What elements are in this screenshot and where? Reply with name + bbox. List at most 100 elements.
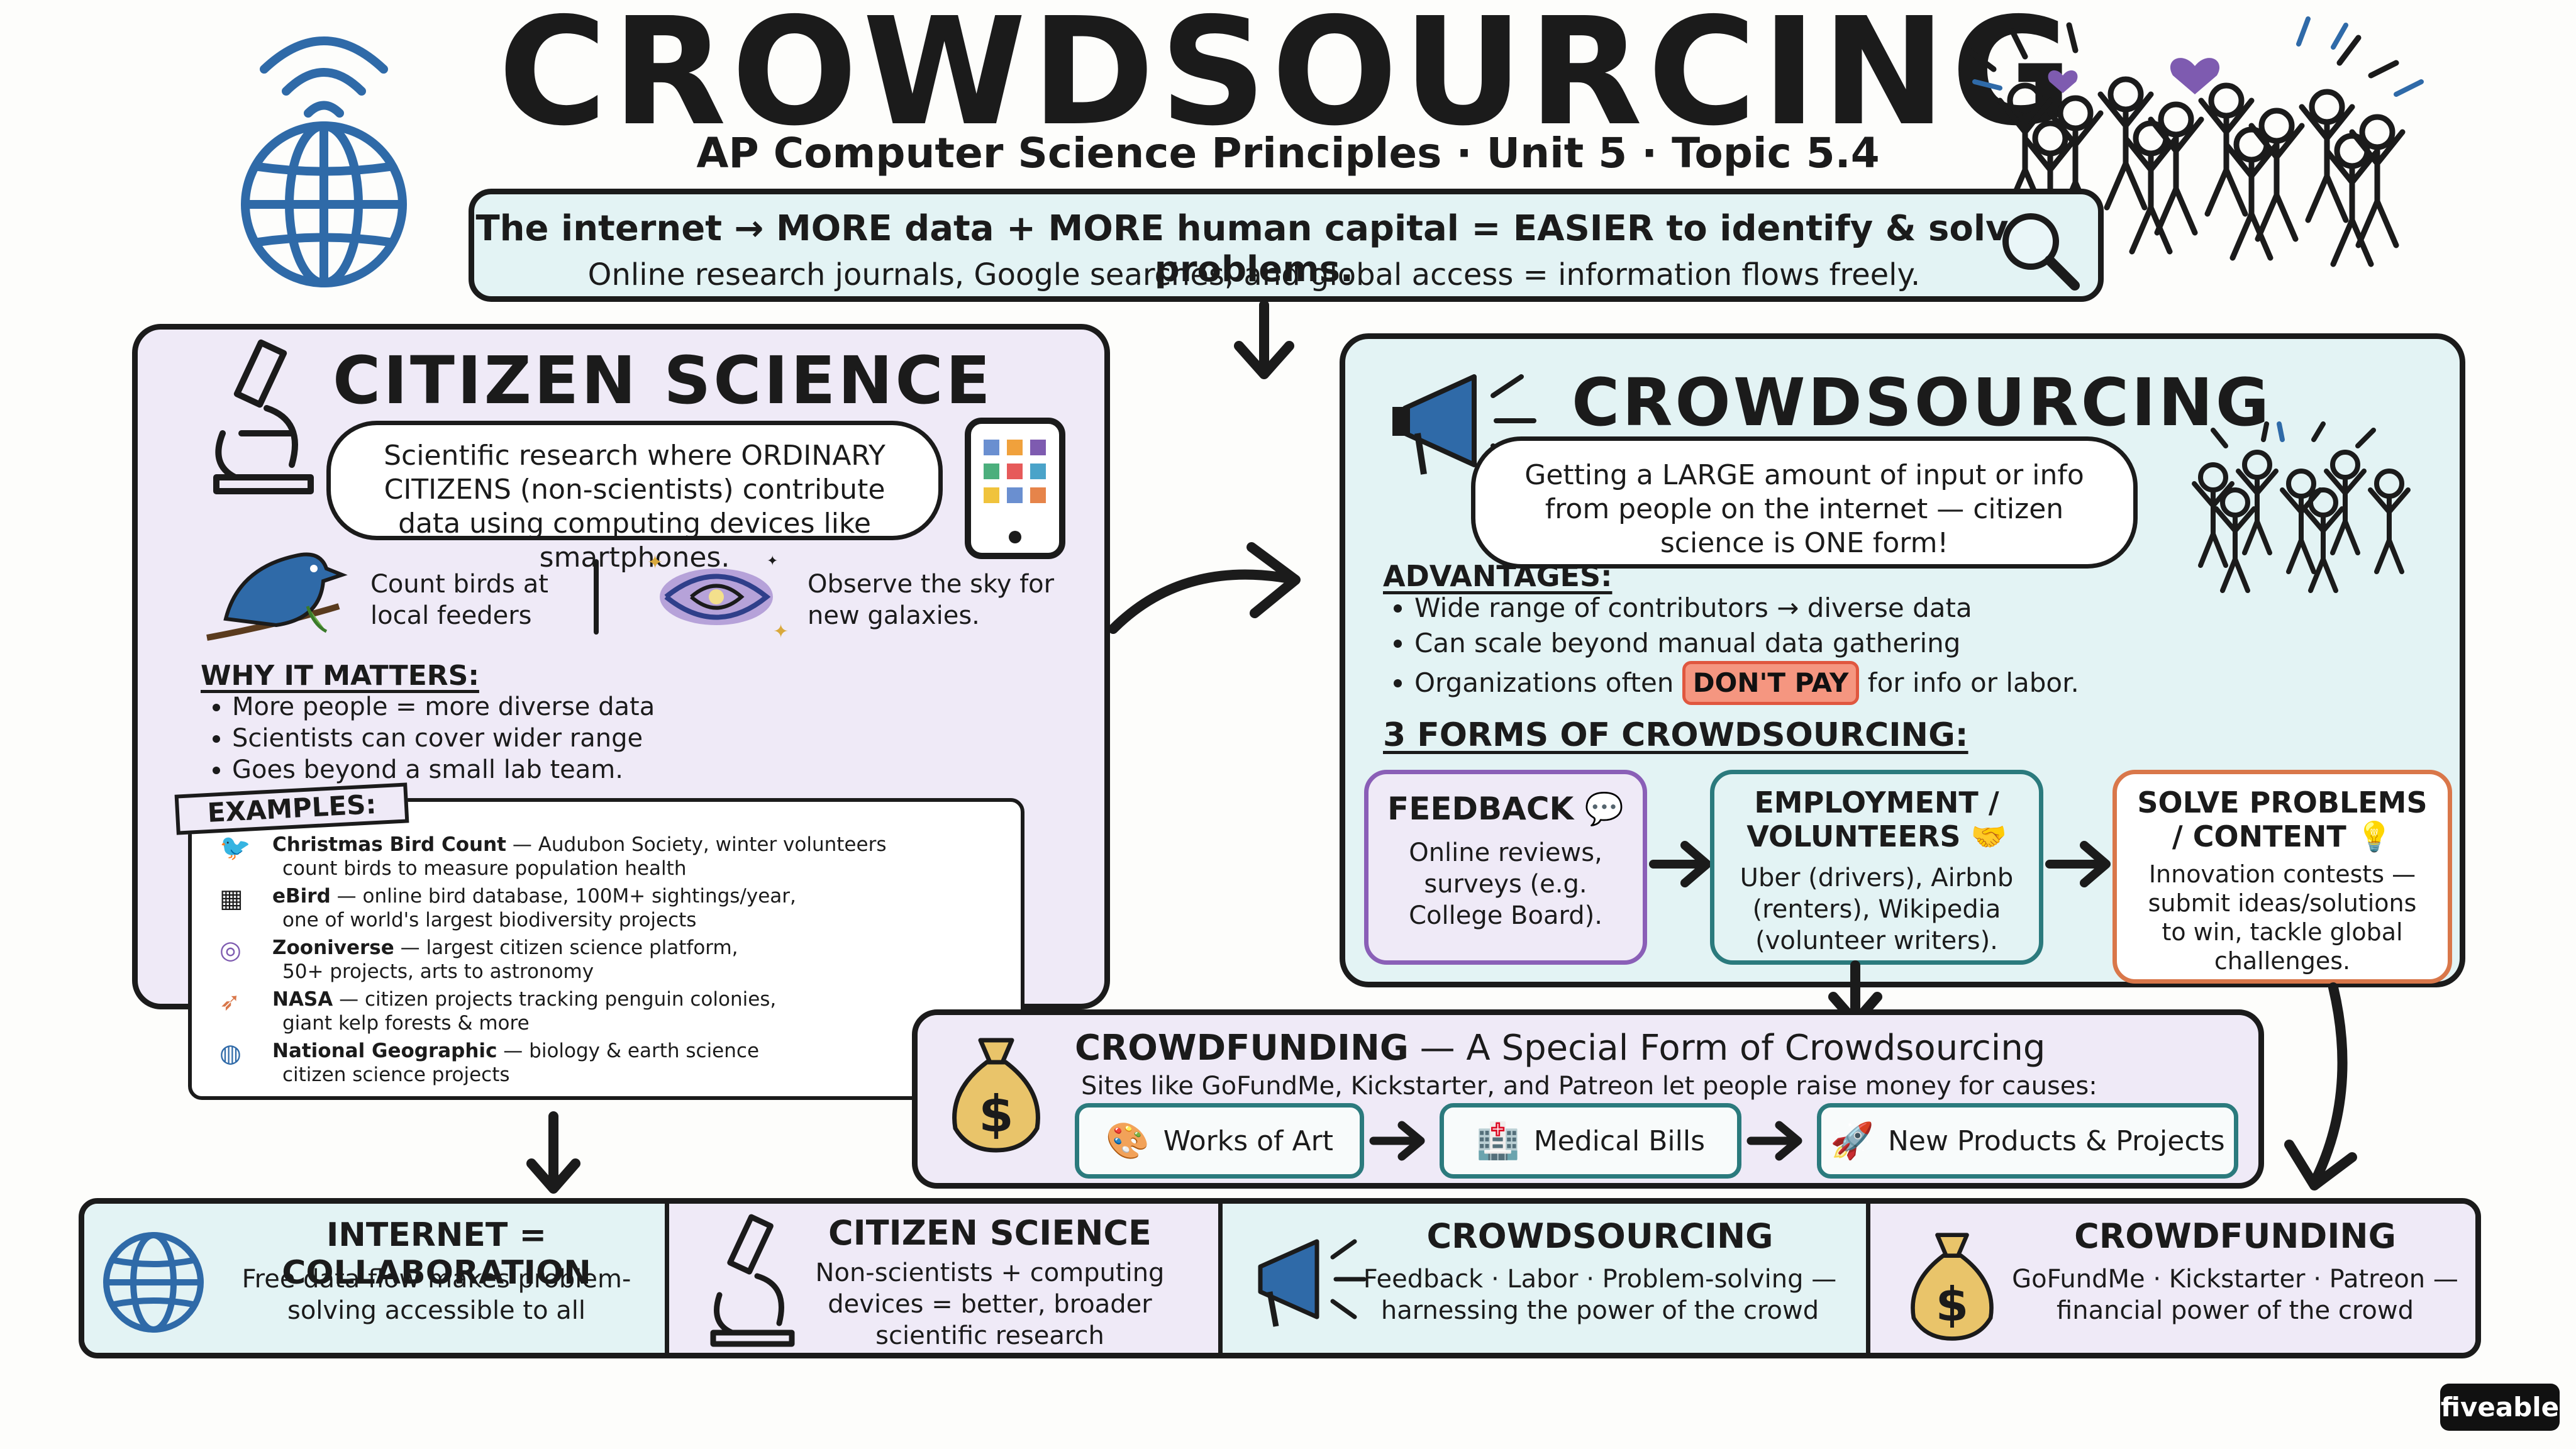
summary-title: CROWDSOURCING xyxy=(1426,1216,1774,1256)
crowdfunding-item: 🏥Medical Bills xyxy=(1440,1103,1741,1179)
crowdfunding-subtitle: — A Special Form of Crowdsourcing xyxy=(1408,1028,2046,1069)
crowdfunding-heading: CROWDFUNDING — A Special Form of Crowdso… xyxy=(1075,1028,2045,1069)
crowdfunding-item: 🎨Works of Art xyxy=(1075,1103,1364,1179)
divider xyxy=(594,559,599,635)
citizen-science-panel: CITIZEN SCIENCE Scientific research wher… xyxy=(132,324,1110,1100)
magnifier-icon xyxy=(2002,213,2080,291)
summary-body: GoFundMe · Kickstarter · Patreon — finan… xyxy=(2012,1265,2458,1325)
arrow-right-icon xyxy=(1108,542,1301,634)
svg-text:$: $ xyxy=(1936,1277,1968,1332)
crowdsourcing-title: CROWDSOURCING xyxy=(1572,364,2272,441)
example-item: ◎ Zooniverse — largest citizen science p… xyxy=(219,936,1006,987)
summary-title: INTERNET = COLLABORATION xyxy=(282,1216,591,1292)
example-item: ➶ NASA — citizen projects tracking pengu… xyxy=(219,987,1006,1039)
lightbulb-icon: 💡 xyxy=(2356,819,2393,853)
crowdsourcing-panel: CROWDSOURCING Getting a LARGE amount of … xyxy=(1340,333,2465,987)
summary-cell-citizen-science: CITIZEN SCIENCE Non-scientists + computi… xyxy=(669,1204,1223,1353)
form-body: Innovation contests — submit ideas/solut… xyxy=(2148,860,2417,975)
rocket-icon: ➶ xyxy=(219,987,241,1016)
form-body: Online reviews, surveys (e.g. College Bo… xyxy=(1409,838,1602,930)
svg-text:$: $ xyxy=(979,1085,1014,1143)
example-item: ▦ eBird — online bird database, 100M+ si… xyxy=(219,884,1006,936)
forms-heading: 3 FORMS OF CROWDSOURCING: xyxy=(1383,716,1968,754)
summary-strip: INTERNET = COLLABORATION Free data flow … xyxy=(79,1198,2481,1358)
megaphone-icon xyxy=(1258,1239,1367,1327)
globe-wifi-icon xyxy=(241,36,407,287)
page-subtitle: AP Computer Science Principles · Unit 5 … xyxy=(696,129,1880,177)
crowdfunding-item: 🚀New Products & Projects xyxy=(1817,1103,2238,1179)
advantages-list: Wide range of contributors → diverse dat… xyxy=(1383,591,2079,705)
crowdfunding-description: Sites like GoFundMe, Kickstarter, and Pa… xyxy=(1081,1072,2097,1101)
galaxy-icon: ✦ ✦ ✦ xyxy=(647,552,789,643)
citizen-science-definition: Scientific research where ORDINARY CITIZ… xyxy=(326,421,943,574)
page-title: CROWDSOURCING xyxy=(498,0,2078,158)
crowd-icon xyxy=(2192,421,2427,584)
summary-title: CROWDFUNDING xyxy=(2074,1216,2396,1256)
example-item: 🐦 Christmas Bird Count — Audubon Society… xyxy=(219,833,1006,884)
form-solve-problems: SOLVE PROBLEMS / CONTENT 💡 Innovation co… xyxy=(2112,770,2452,984)
summary-body: Non-scientists + computing devices = bet… xyxy=(815,1258,1165,1350)
example-birds: Count birds at local feeders xyxy=(370,570,548,630)
arrow-right-icon xyxy=(2045,841,2111,887)
why-item: Scientists can cover wider range xyxy=(232,723,655,754)
arrow-down-icon xyxy=(1234,300,1294,379)
money-bag-icon: $ xyxy=(1911,1233,1994,1341)
why-item: Goes beyond a small lab team. xyxy=(232,754,655,786)
summary-cell-internet: INTERNET = COLLABORATION Free data flow … xyxy=(84,1204,669,1353)
intro-banner: The internet → MORE data + MORE human ca… xyxy=(469,189,2104,302)
summary-cell-crowdsourcing: CROWDSOURCING Feedback · Labor · Problem… xyxy=(1223,1204,1870,1353)
form-feedback: FEEDBACK 💬 Online reviews, surveys (e.g.… xyxy=(1364,770,1647,965)
crowdfunding-panel: $ CROWDFUNDING — A Special Form of Crowd… xyxy=(912,1009,2264,1189)
advantages-heading: ADVANTAGES: xyxy=(1383,559,1613,593)
smartphone-icon xyxy=(965,418,1065,559)
arrow-down-icon xyxy=(2284,982,2357,1191)
galaxy-icon: ◎ xyxy=(219,936,242,965)
rocket-icon: 🚀 xyxy=(1830,1121,1875,1162)
form-title: FEEDBACK xyxy=(1387,791,1574,827)
svg-text:✦: ✦ xyxy=(773,621,789,643)
arrow-right-icon xyxy=(1369,1121,1425,1161)
microscope-icon xyxy=(213,339,314,494)
bluebird-icon xyxy=(206,552,348,641)
dont-pay-badge: DON'T PAY xyxy=(1682,661,1860,705)
chat-bubble-icon: 💬 xyxy=(1584,791,1624,827)
advantage-item: Wide range of contributors → diverse dat… xyxy=(1414,591,2079,626)
form-body: Uber (drivers), Airbnb (renters), Wikipe… xyxy=(1740,863,2014,955)
crowdfunding-title: CROWDFUNDING xyxy=(1075,1028,1409,1069)
arrow-right-icon xyxy=(1649,841,1711,887)
form-title: EMPLOYMENT / VOLUNTEERS xyxy=(1746,786,1999,853)
why-heading: WHY IT MATTERS: xyxy=(201,660,479,692)
summary-title: CITIZEN SCIENCE xyxy=(828,1213,1152,1253)
why-list: More people = more diverse data Scientis… xyxy=(201,691,655,786)
handshake-icon: 🤝 xyxy=(1970,819,2007,853)
microscope-icon xyxy=(710,1214,795,1347)
example-item: ◍ National Geographic — biology & earth … xyxy=(219,1039,1006,1091)
advantage-item: Can scale beyond manual data gathering xyxy=(1414,626,2079,661)
svg-text:✦: ✦ xyxy=(767,553,778,569)
arrow-down-icon xyxy=(526,1111,580,1194)
globe-icon xyxy=(103,1232,204,1333)
intro-line-1: The internet → MORE data + MORE human ca… xyxy=(475,208,2033,290)
form-title: SOLVE PROBLEMS / CONTENT xyxy=(2137,786,2428,853)
hospital-icon: 🏥 xyxy=(1475,1121,1520,1162)
brand-logo: fiveable xyxy=(2440,1384,2560,1431)
arrow-right-icon xyxy=(1746,1121,1802,1161)
intro-line-2: Online research journals, Google searche… xyxy=(587,257,1921,292)
crowdsourcing-definition: Getting a LARGE amount of input or info … xyxy=(1471,436,2138,569)
summary-body: Free data flow makes problem-solving acc… xyxy=(242,1265,631,1325)
svg-text:✦: ✦ xyxy=(647,552,663,574)
phone-icon: ▦ xyxy=(219,884,243,913)
summary-cell-crowdfunding: $ CROWDFUNDING GoFundMe · Kickstarter · … xyxy=(1870,1204,2475,1353)
globe-icon: ◍ xyxy=(219,1039,242,1068)
bird-icon: 🐦 xyxy=(219,833,251,862)
examples-card xyxy=(188,798,1024,1100)
form-employment: EMPLOYMENT / VOLUNTEERS 🤝 Uber (drivers)… xyxy=(1710,770,2043,965)
advantage-item: Organizations often DON'T PAY for info o… xyxy=(1414,661,2079,705)
example-sky: Observe the sky for new galaxies. xyxy=(808,570,1055,630)
money-bag-icon: $ xyxy=(952,1038,1040,1153)
summary-body: Feedback · Labor · Problem-solving — har… xyxy=(1363,1265,1837,1325)
why-item: More people = more diverse data xyxy=(232,691,655,723)
palette-icon: 🎨 xyxy=(1106,1121,1150,1162)
crowd-icon xyxy=(1965,16,2424,252)
citizen-science-title: CITIZEN SCIENCE xyxy=(333,342,993,419)
